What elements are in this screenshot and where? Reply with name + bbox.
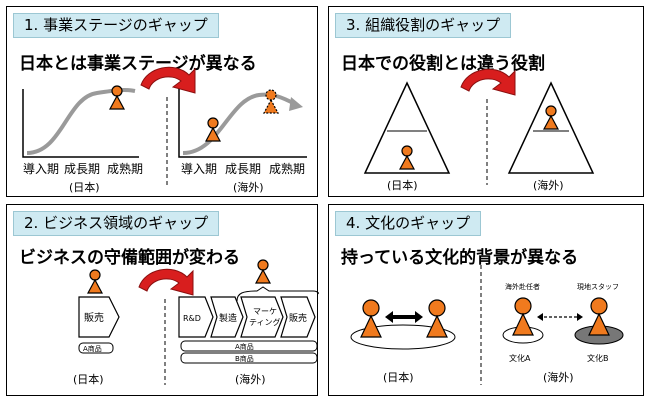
chain-marketing-label: マーケティング xyxy=(249,307,281,327)
organization-role-diagram: (日本) (海外) xyxy=(363,68,595,192)
panel-business-domain: 2. ビジネス領域のギャップ ビジネスの守備範囲が変わる 販売 A商品 (日本)… xyxy=(6,204,319,396)
caption-japan: (日本) xyxy=(73,372,104,386)
transfer-arrow-icon xyxy=(138,268,194,296)
person-figure-icon xyxy=(86,269,104,294)
axes-right xyxy=(178,89,307,158)
svg-text:A商品: A商品 xyxy=(235,342,254,351)
panel-heading: 日本での役割とは違う役割 xyxy=(341,54,545,74)
person-figure-icon xyxy=(360,299,382,338)
caption-overseas: (海外) xyxy=(543,370,574,384)
panel-tab: 1. 事業ステージのギャップ xyxy=(13,13,219,38)
s-curve-right xyxy=(182,92,298,155)
person-figure-icon xyxy=(512,297,534,336)
person-figure-icon xyxy=(398,145,416,170)
svg-text:A商品: A商品 xyxy=(83,344,102,353)
stage-label: 成長期 xyxy=(64,162,100,176)
panel-organization-role: 3. 組織役割のギャップ 日本での役割とは違う役割 (日本) (海外) xyxy=(328,6,644,197)
person-figure-icon xyxy=(588,297,610,336)
caption-overseas: (海外) xyxy=(233,180,264,194)
caption-japan: (日本) xyxy=(69,180,100,194)
local-staff-label: 現地スタッフ xyxy=(577,282,619,291)
svg-text:B商品: B商品 xyxy=(235,354,254,363)
process-box-rd xyxy=(178,296,214,338)
panel-heading: 持っている文化的背景が異なる xyxy=(341,248,579,268)
transfer-arrow-icon xyxy=(460,68,516,96)
product-bar xyxy=(180,352,318,364)
stage-label: 成長期 xyxy=(225,162,261,176)
stage-label: 導入期 xyxy=(181,162,217,176)
panel-tab: 3. 組織役割のギャップ xyxy=(335,13,512,38)
pyramid-left xyxy=(363,81,451,174)
person-figure-icon xyxy=(204,117,222,142)
person-figure-dashed-icon xyxy=(262,89,280,114)
person-figure-icon xyxy=(426,299,448,338)
stage-label: 導入期 xyxy=(23,162,59,176)
process-box-marketing xyxy=(240,296,284,338)
process-box-sales-right xyxy=(280,296,316,338)
process-box-manufacturing xyxy=(210,296,244,338)
panel-culture: 4. 文化のギャップ 持っている文化的背景が異なる (日本) 海外赴任者 現地ス… xyxy=(328,204,644,396)
caption-overseas: (海外) xyxy=(533,178,564,192)
expat-label: 海外赴任者 xyxy=(505,282,540,291)
process-box-sales xyxy=(78,296,120,338)
panel-tab: 4. 文化のギャップ xyxy=(335,211,482,236)
svg-text:製造: 製造 xyxy=(219,312,237,324)
scope-bracket xyxy=(236,286,319,302)
panel-heading: 日本とは事業ステージが異なる xyxy=(19,54,257,74)
panel-heading: ビジネスの守備範囲が変わる xyxy=(19,248,240,268)
culture-diagram: (日本) 海外赴任者 現地スタッフ 文化A 文化B (海外) xyxy=(350,265,624,385)
caption-japan: (日本) xyxy=(387,178,418,192)
svg-text:販売: 販売 xyxy=(84,311,104,324)
svg-text:R&D: R&D xyxy=(183,314,201,323)
person-figure-icon xyxy=(254,259,272,284)
culture-b-label: 文化B xyxy=(587,353,609,363)
axes-left xyxy=(22,89,139,158)
person-figure-icon xyxy=(108,85,126,110)
svg-text:販売: 販売 xyxy=(289,312,307,324)
product-bar xyxy=(78,342,114,354)
stage-label: 成熟期 xyxy=(107,161,143,176)
stage-label: 成熟期 xyxy=(269,161,305,176)
caption-overseas: (海外) xyxy=(235,372,266,386)
transfer-arrow-icon xyxy=(140,66,196,94)
product-bar xyxy=(180,340,318,352)
business-domain-diagram: 販売 A商品 (日本) R&D 製造 マーケティング 販売 A商品 B商品 (海… xyxy=(73,259,319,386)
person-figure-icon xyxy=(542,105,560,130)
double-arrow-icon xyxy=(385,311,423,323)
panel-tab: 2. ビジネス領域のギャップ xyxy=(13,211,220,236)
caption-japan: (日本) xyxy=(383,370,414,384)
culture-a-label: 文化A xyxy=(509,353,531,363)
business-stage-diagram: 導入期 成長期 成熟期 (日本) 導入期 成長期 成熟期 (海外) xyxy=(22,66,307,194)
panel-business-stage: 1. 事業ステージのギャップ 日本とは事業ステージが異なる 導入期 成長期 成熟… xyxy=(6,6,318,197)
s-curve-left xyxy=(26,87,136,155)
